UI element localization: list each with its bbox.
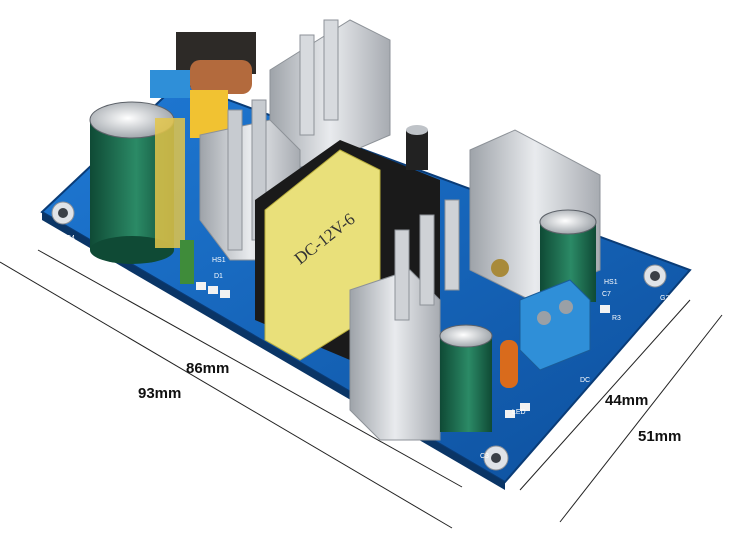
- length-inner-label: 86mm: [186, 360, 230, 377]
- output-terminal: [519, 279, 591, 371]
- marking-c3: C3: [480, 453, 489, 460]
- output-capacitor-front: [439, 324, 493, 432]
- output-inductor: [500, 340, 518, 388]
- marking-led: LED: [512, 409, 526, 416]
- small-capacitor-top: [406, 130, 428, 170]
- dimension-line-51: [559, 314, 723, 523]
- choke-coil: [190, 60, 252, 94]
- marking-d1: D1: [214, 273, 223, 280]
- dimension-line-93: [0, 261, 453, 529]
- length-outer-label: 93mm: [138, 385, 182, 402]
- marking-r3: R3: [612, 315, 621, 322]
- heatsink-screw: [491, 259, 509, 277]
- capacitor-label-stripe: [155, 118, 185, 248]
- input-terminal: [150, 70, 190, 98]
- dimension-lines: [0, 249, 723, 529]
- marking-hs1-right: HS1: [604, 279, 618, 286]
- width-outer-label: 51mm: [638, 428, 682, 445]
- marking-hs1: HS1: [212, 257, 226, 264]
- silkscreen-markings: C4 HS1 D1 C3 C7 HS1 G2 R3 DC LED: [66, 235, 669, 460]
- smd-components: [196, 282, 610, 418]
- bulk-capacitor: [89, 101, 185, 264]
- marking-g2: G2: [660, 295, 669, 302]
- marking-dc: DC: [580, 377, 590, 384]
- mounting-holes: [51, 201, 667, 471]
- dimension-line-86: [37, 249, 463, 488]
- marking-c4: C4: [66, 235, 75, 242]
- marking-c7: C7: [602, 291, 611, 298]
- terminal-screw-2: [559, 300, 573, 314]
- dimension-line-44: [519, 299, 691, 491]
- width-inner-label: 44mm: [605, 392, 649, 409]
- terminal-screw-1: [537, 311, 551, 325]
- varistor: [180, 240, 194, 284]
